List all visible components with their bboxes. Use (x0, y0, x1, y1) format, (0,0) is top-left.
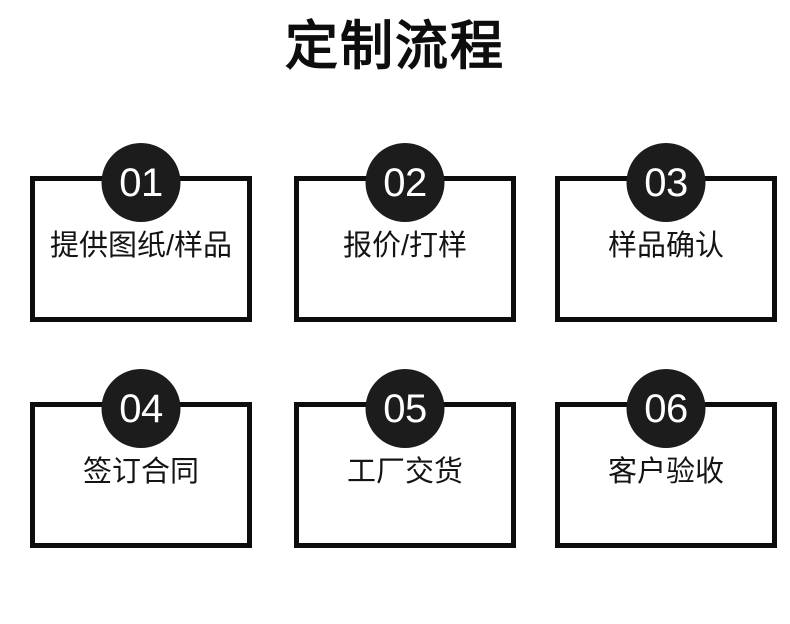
step-label-06: 客户验收 (607, 456, 724, 488)
flow-step-05[interactable]: 05 工厂交货 (294, 369, 516, 548)
step-number-label: 03 (644, 160, 688, 205)
page-title: 定制流程 (285, 17, 505, 76)
step-number-badge-03: 03 (626, 143, 706, 222)
step-label-04: 签订合同 (82, 456, 199, 488)
step-number-badge-05: 05 (365, 369, 445, 448)
flow-step-03[interactable]: 03 样品确认 (555, 143, 777, 322)
flow-step-02[interactable]: 02 报价/打样 (294, 143, 516, 322)
step-number-label: 05 (383, 386, 427, 431)
step-number-badge-04: 04 (101, 369, 181, 448)
step-number-badge-06: 06 (626, 369, 706, 448)
step-number-label: 06 (644, 386, 688, 431)
step-number-label: 01 (119, 160, 163, 205)
flow-step-06[interactable]: 06 客户验收 (555, 369, 777, 548)
step-label-01: 提供图纸/样品 (49, 230, 233, 262)
step-number-badge-02: 02 (365, 143, 445, 222)
step-number-badge-01: 01 (101, 143, 181, 222)
step-label-02: 报价/打样 (342, 230, 468, 262)
step-label-03: 样品确认 (607, 230, 724, 262)
step-number-label: 04 (119, 386, 163, 431)
step-number-label: 02 (383, 160, 427, 205)
step-label-05: 工厂交货 (346, 456, 463, 488)
flow-step-04[interactable]: 04 签订合同 (30, 369, 252, 548)
flow-step-01[interactable]: 01 提供图纸/样品 (30, 143, 252, 322)
process-flow-grid: 01 提供图纸/样品 02 报价/打样 03 样品确认 04 签订合同 05 工… (0, 143, 790, 573)
